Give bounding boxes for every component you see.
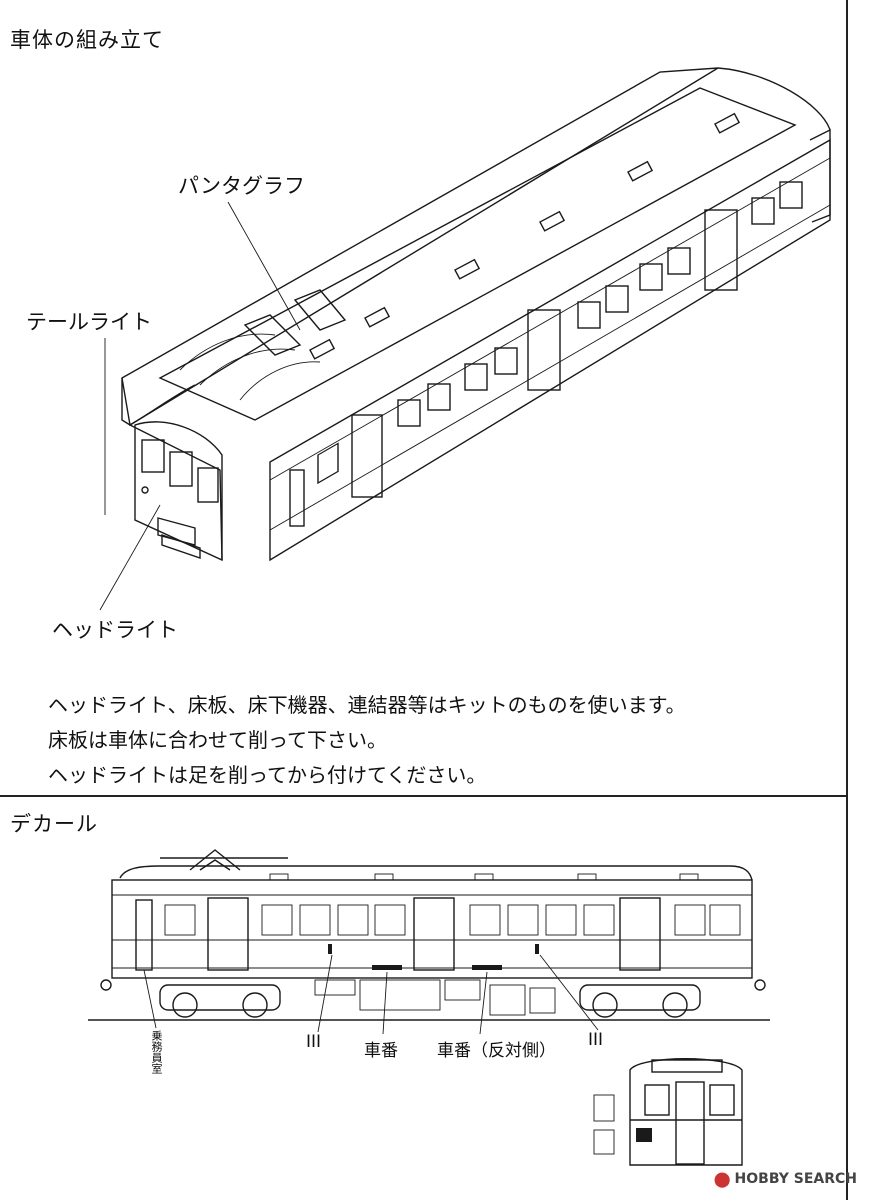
label-pantograph: パンタグラフ bbox=[178, 174, 306, 198]
label-taillight: テールライト bbox=[26, 310, 152, 334]
car-body-isometric-drawing bbox=[99, 67, 831, 611]
label-headlight: ヘッドライト bbox=[52, 618, 178, 642]
hobby-search-logo-icon: ⬤ bbox=[713, 1170, 731, 1188]
side-roof-vents bbox=[269, 873, 699, 881]
leader-pantograph bbox=[227, 201, 301, 331]
front-windows bbox=[141, 439, 219, 503]
pantograph-mount-1 bbox=[243, 314, 302, 356]
leader-headlight bbox=[99, 504, 161, 611]
side-windows bbox=[289, 181, 803, 527]
pantograph-side bbox=[160, 849, 288, 871]
section-title-body-assembly: 車体の組み立て bbox=[10, 28, 164, 52]
label-car-number: 車番 bbox=[364, 1041, 398, 1061]
car-end-view bbox=[629, 1058, 743, 1166]
section-divider bbox=[0, 795, 848, 797]
side-window-row bbox=[164, 904, 741, 936]
note-line-2: 床板は車体に合わせて削って下さい。 bbox=[48, 728, 387, 752]
label-mark-left: III bbox=[306, 1032, 322, 1052]
headlight-icon bbox=[141, 486, 149, 494]
assembly-notes: ヘッドライト、床板、床下機器、連結器等はキットのものを使います。 床板は車体に合… bbox=[48, 688, 686, 793]
vertical-border bbox=[846, 0, 848, 1200]
bogies bbox=[159, 984, 701, 1018]
car-side-panel bbox=[269, 138, 831, 562]
class-mark-2 bbox=[535, 944, 539, 954]
front-end-face bbox=[134, 421, 223, 562]
pantograph-mount-2 bbox=[293, 289, 347, 331]
roof-vents bbox=[309, 112, 741, 360]
label-crew-room: 乗務員室 bbox=[150, 1030, 163, 1074]
car-number-plate-2 bbox=[472, 965, 502, 970]
car-body-side bbox=[111, 879, 753, 979]
class-mark-1 bbox=[328, 944, 332, 954]
label-mark-right: III bbox=[588, 1030, 604, 1050]
note-line-3: ヘッドライトは足を削ってから付けてください。 bbox=[48, 763, 487, 787]
roof-curve-far bbox=[717, 67, 831, 131]
underfloor-equipment bbox=[314, 979, 556, 1016]
end-plate-mark bbox=[636, 1128, 652, 1142]
coupler bbox=[157, 517, 196, 546]
decal-samples bbox=[593, 1094, 615, 1155]
watermark: ⬤ HOBBY SEARCH bbox=[714, 1170, 857, 1188]
roof-line bbox=[119, 865, 753, 881]
label-car-number-opposite: 車番（反対側） bbox=[437, 1041, 556, 1061]
watermark-text: HOBBY SEARCH bbox=[734, 1171, 857, 1187]
section-title-decal: デカール bbox=[10, 812, 98, 836]
car-number-plate-1 bbox=[372, 965, 402, 970]
side-doors bbox=[135, 897, 661, 971]
note-line-1: ヘッドライト、床板、床下機器、連結器等はキットのものを使います。 bbox=[48, 693, 686, 717]
